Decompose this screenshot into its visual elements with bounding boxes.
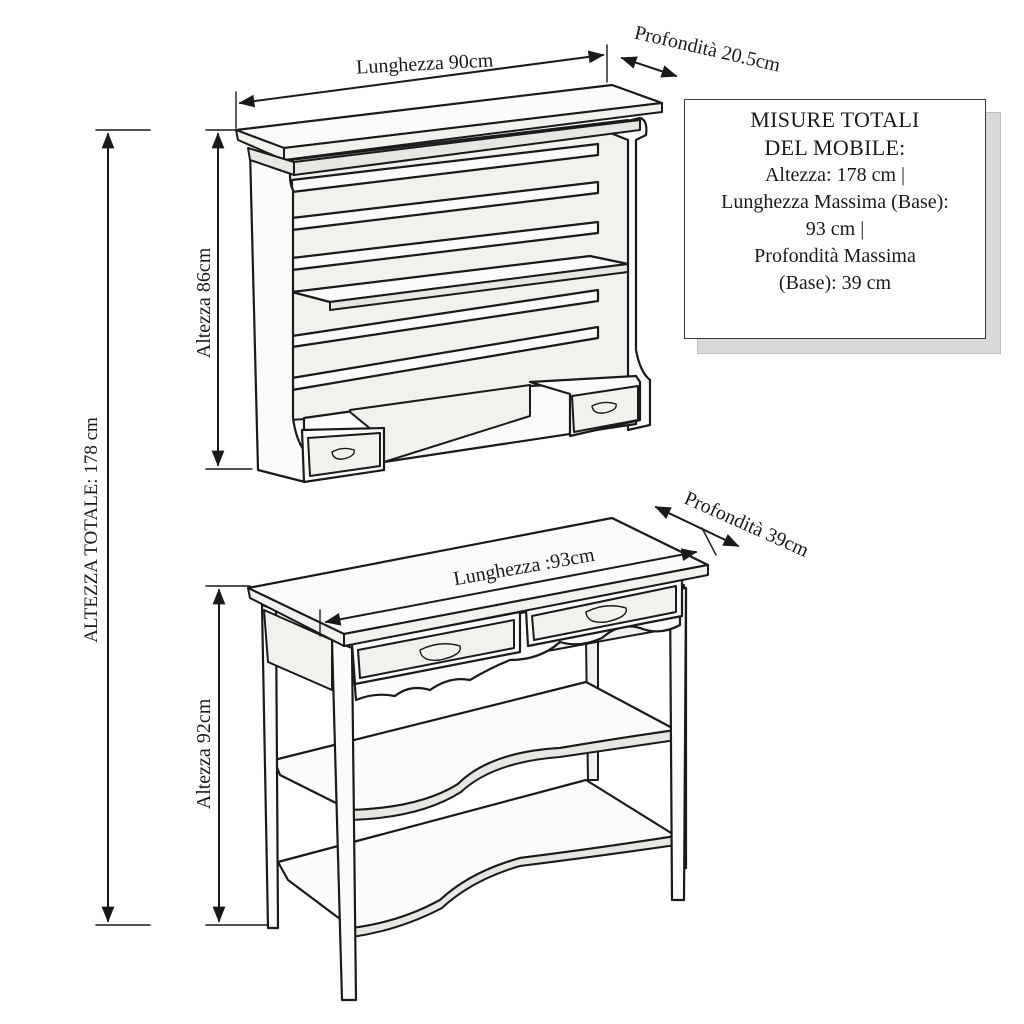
base-unit-console-table	[246, 516, 710, 1002]
top-depth-dimension: Profondità 20.5cm	[620, 22, 783, 78]
info-max-length-value: 93 cm |	[805, 218, 865, 240]
info-max-depth-value: (Base): 39 cm	[778, 272, 892, 294]
table-leg-front-right	[668, 586, 688, 902]
total-height-label: ALTEZZA TOTALE: 178 cm	[81, 417, 102, 643]
base-depth-label: Profondità 39cm	[681, 487, 813, 562]
table-left-drawer	[350, 610, 522, 686]
rack-right-side	[596, 116, 652, 432]
table-leg-front-left	[330, 638, 358, 1002]
rack-left-drawer	[300, 426, 386, 484]
top-unit-plate-rack	[234, 83, 664, 484]
info-title-line1: MISURE TOTALI	[750, 107, 920, 132]
top-height-label: Altezza 86cm	[193, 247, 215, 358]
top-width-label: Lunghezza 90cm	[356, 49, 495, 78]
top-height-dimension: Altezza 86cm	[193, 129, 253, 470]
total-height-dimension: ALTEZZA TOTALE: 178 cm	[81, 129, 151, 926]
info-total-height: Altezza: 178 cm |	[764, 164, 906, 186]
total-measurements-box: MISURE TOTALI DEL MOBILE: Altezza: 178 c…	[684, 99, 986, 339]
base-height-label: Altezza 92cm	[193, 698, 215, 809]
info-title-line2: DEL MOBILE:	[764, 135, 906, 160]
rack-right-drawer	[528, 374, 642, 438]
info-max-length-label: Lunghezza Massima (Base):	[721, 191, 949, 213]
base-height-dimension: Altezza 92cm	[193, 585, 269, 926]
info-max-depth-label: Profondità Massima	[754, 245, 916, 267]
